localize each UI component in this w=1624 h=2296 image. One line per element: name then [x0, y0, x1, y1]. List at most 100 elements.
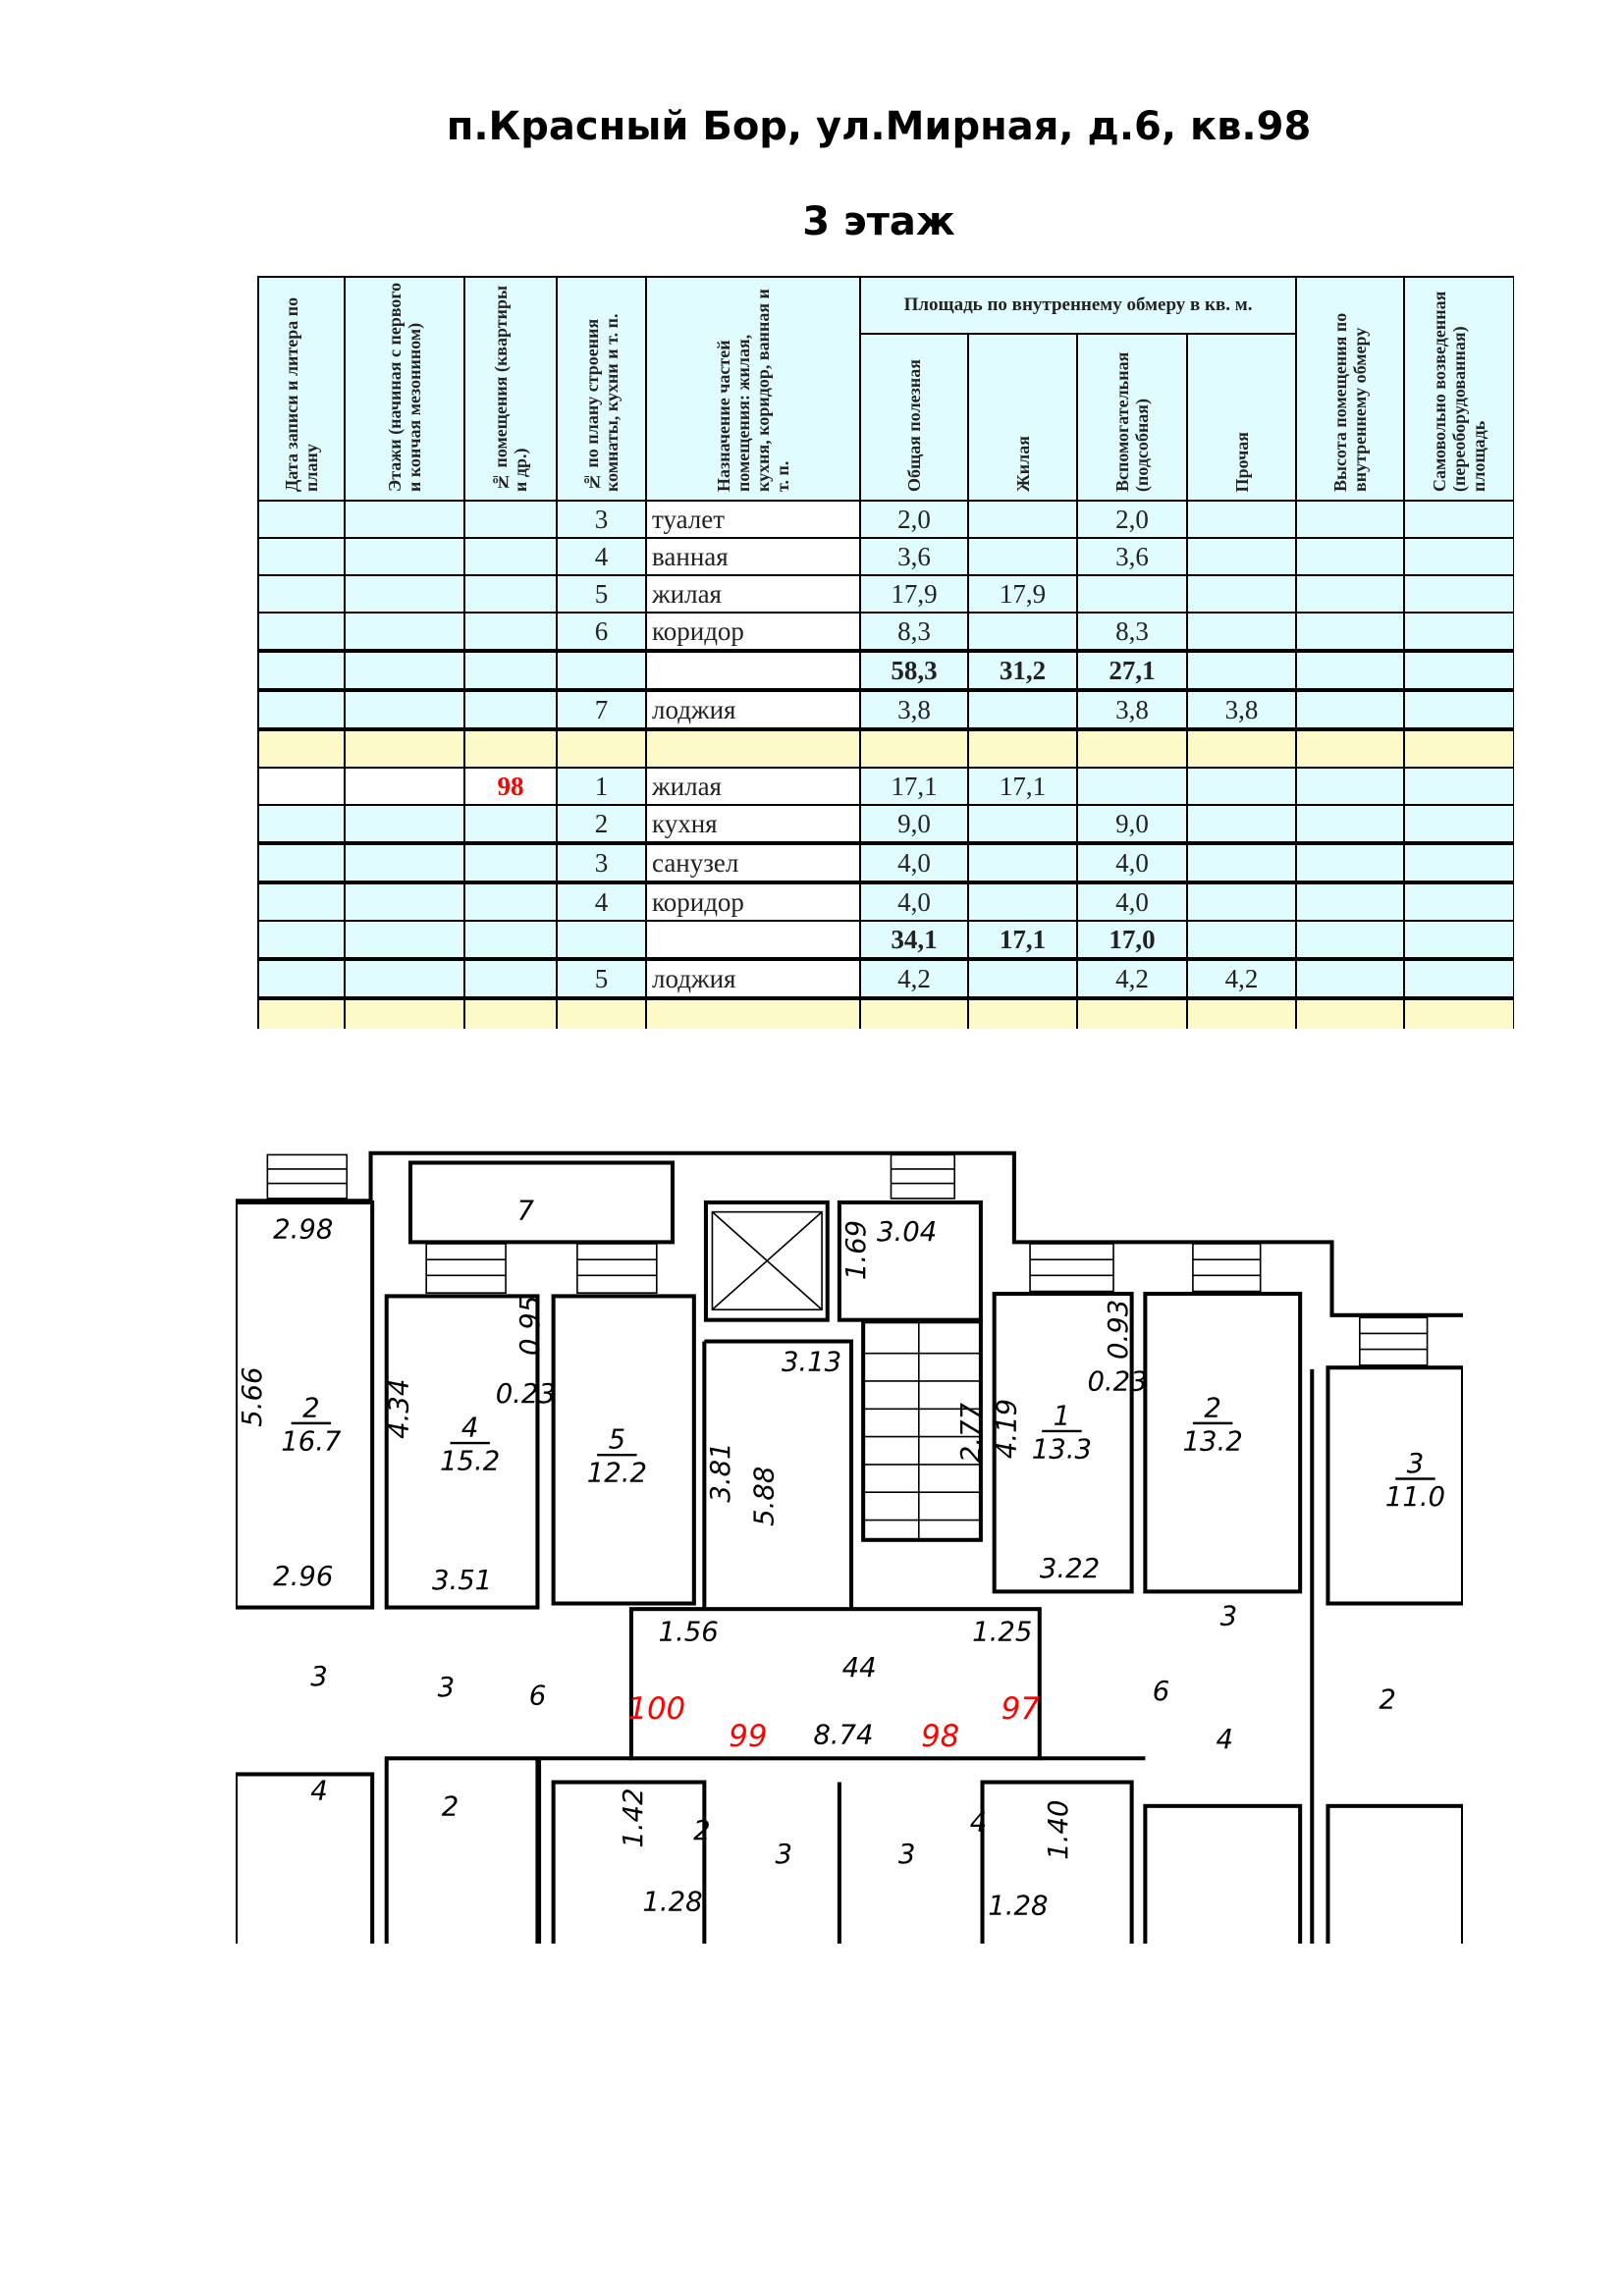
room-label: 2: [442, 1791, 460, 1823]
cell-date: [257, 881, 346, 922]
cell-height: [1295, 767, 1406, 806]
cell-aux: 17,0: [1076, 920, 1188, 961]
cell-other: [1185, 537, 1298, 576]
room-number: 2: [1204, 1392, 1221, 1423]
dimension: 1.28: [988, 1891, 1048, 1922]
cell-floors: [344, 804, 465, 845]
room-label: 3: [776, 1839, 793, 1870]
cell-living: [967, 804, 1078, 845]
cell-total: 4,0: [859, 881, 969, 922]
cell-unauth: [1403, 920, 1514, 961]
cell-floors: [344, 537, 465, 576]
cell-aux: 4,2: [1076, 958, 1188, 1000]
table-row: [257, 997, 1514, 1029]
dimension: 1.56: [659, 1617, 719, 1648]
cell-floors: [344, 997, 465, 1029]
room-label: 3: [310, 1661, 328, 1692]
cell-floors: [344, 650, 465, 692]
cell-living: [967, 689, 1078, 731]
cell-name: [645, 650, 861, 692]
apartment-number: 100: [627, 1691, 685, 1727]
cell-name: кухня: [645, 804, 861, 845]
cell-apt: [463, 728, 558, 769]
cell-height: [1295, 881, 1406, 922]
cell-total: 58,3: [859, 650, 969, 692]
cell-total: 8,3: [859, 612, 969, 653]
cell-other: [1185, 612, 1298, 653]
cell-apt: [463, 574, 558, 614]
cell-living: 17,1: [967, 767, 1078, 806]
room-area: 16.7: [281, 1425, 342, 1457]
cell-name: жилая: [645, 767, 861, 806]
room-label: 6: [529, 1680, 547, 1711]
cell-no: [556, 650, 647, 692]
cell-aux: 4,0: [1076, 842, 1188, 884]
walls: [236, 1150, 1463, 1944]
cell-height: [1295, 612, 1406, 653]
cell-name: жилая: [645, 574, 861, 614]
cell-name: [645, 997, 861, 1029]
cell-living: 31,2: [967, 650, 1078, 692]
room-area: 13.2: [1183, 1425, 1243, 1457]
cell-total: [859, 997, 969, 1029]
cell-height: [1295, 842, 1406, 884]
cell-other: [1185, 842, 1298, 884]
cell-apt: [463, 881, 558, 922]
cell-unauth: [1403, 537, 1514, 576]
room-label: 2: [693, 1815, 711, 1846]
room-label: 4: [1217, 1724, 1234, 1755]
header-unauthorized: Самовольно возведенная (переоборудованна…: [1403, 276, 1514, 502]
cell-other: 4,2: [1185, 958, 1298, 1000]
cell-no: 4: [556, 537, 647, 576]
room-number: 2: [302, 1392, 320, 1423]
cell-height: [1295, 537, 1406, 576]
cell-apt: [463, 689, 558, 731]
cell-date: [257, 500, 346, 539]
header-other: Прочая: [1185, 333, 1298, 502]
cell-total: 3,8: [859, 689, 969, 731]
dimension: 3.81: [705, 1442, 736, 1502]
cell-height: [1295, 804, 1406, 845]
cell-unauth: [1403, 689, 1514, 731]
room-label: 6: [1153, 1676, 1170, 1707]
cell-date: [257, 767, 346, 806]
room-label: 4: [970, 1807, 988, 1839]
cell-living: [967, 728, 1078, 769]
floor-title: 3 этаж: [802, 199, 955, 244]
cell-aux: [1076, 997, 1188, 1029]
cell-floors: [344, 958, 465, 1000]
cell-other: [1185, 650, 1298, 692]
dimension: 0.95: [514, 1296, 546, 1356]
cell-height: [1295, 958, 1406, 1000]
cell-name: лоджия: [645, 958, 861, 1000]
cell-no: 6: [556, 612, 647, 653]
dimension: 3.13: [782, 1346, 841, 1377]
cell-floors: [344, 920, 465, 961]
cell-floors: [344, 689, 465, 731]
dimension: 1.40: [1043, 1799, 1074, 1859]
room-label: 4: [310, 1775, 328, 1806]
cell-total: 34,1: [859, 920, 969, 961]
cell-unauth: [1403, 574, 1514, 614]
cell-living: [967, 881, 1078, 922]
header-premise-no: № помещения (квартиры и др.): [463, 276, 558, 502]
cell-floors: [344, 767, 465, 806]
cell-other: [1185, 574, 1298, 614]
cell-living: [967, 612, 1078, 653]
header-floors: Этажи (начиная с первого и кончая мезони…: [344, 276, 465, 502]
dimension: 1.25: [972, 1617, 1032, 1648]
cell-unauth: [1403, 804, 1514, 845]
windows: [266, 1153, 1429, 1366]
dimension: 3.51: [432, 1565, 492, 1596]
cell-height: [1295, 689, 1406, 731]
header-plan-no: № по плану строения комнаты, кухни и т. …: [556, 276, 647, 502]
cell-apt: [463, 920, 558, 961]
cell-living: 17,1: [967, 920, 1078, 961]
cell-date: [257, 650, 346, 692]
cell-unauth: [1403, 881, 1514, 922]
header-total: Общая полезная: [859, 333, 969, 502]
